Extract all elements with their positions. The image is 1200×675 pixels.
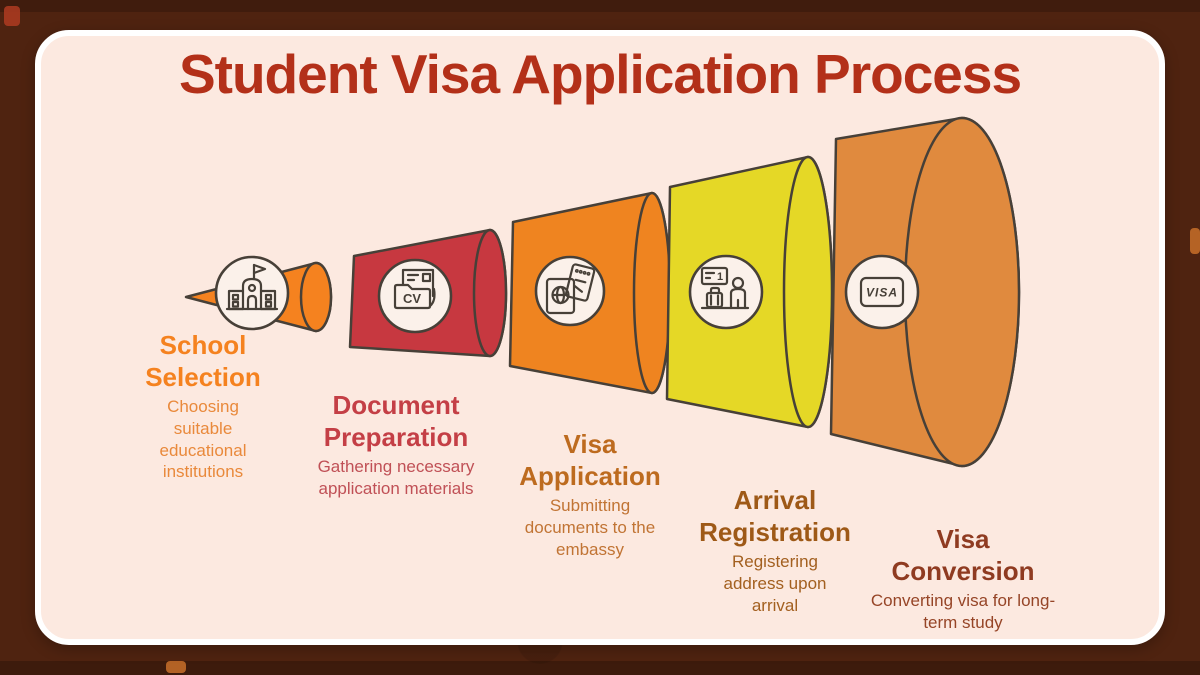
background-doodle-orange-right — [1190, 228, 1200, 254]
stage-description: Gathering necessary application material… — [317, 457, 475, 499]
arrival-person-luggage-icon: 1 — [688, 254, 764, 330]
page-title: Student Visa Application Process — [178, 43, 1022, 105]
stage-label-visa-application: Visa Application Submitting documents to… — [500, 429, 680, 560]
stage-description: Registering address upon arrival — [723, 552, 827, 615]
stage-heading: Visa Conversion — [891, 524, 1035, 586]
stage-description: Converting visa for long-term study — [870, 591, 1056, 633]
funnel-segment-visa-conversion — [829, 116, 1021, 468]
stage-description: Submitting documents to the embassy — [524, 496, 656, 559]
stage-label-document-preparation: Document Preparation Gathering necessary… — [286, 390, 506, 500]
cv-folder-icon: CV — [377, 258, 453, 334]
visa-label: VISA — [866, 286, 898, 300]
background-doodle-orange-bottom — [166, 661, 186, 673]
visa-card-icon: VISA — [844, 254, 920, 330]
stage-heading: School Selection — [145, 330, 261, 392]
arrival-card-label: 1 — [717, 271, 723, 283]
background-doodle-red — [4, 6, 20, 26]
stage-heading: Visa Application — [519, 429, 661, 491]
stage-label-arrival-registration: Arrival Registration Registering address… — [670, 485, 880, 616]
cv-label: CV — [403, 291, 421, 306]
background-top-strip — [0, 0, 1200, 12]
stage-label-school-selection: School Selection Choosing suitable educa… — [123, 330, 283, 483]
stage-heading: Arrival Registration — [699, 485, 851, 547]
stage-label-visa-conversion: Visa Conversion Converting visa for long… — [863, 524, 1063, 634]
passport-ticket-icon — [534, 255, 606, 327]
school-building-icon — [214, 255, 290, 331]
stage-description: Choosing suitable educational institutio… — [159, 397, 247, 482]
background-bottom-strip — [0, 661, 1200, 675]
stage-heading: Document Preparation — [323, 390, 469, 452]
